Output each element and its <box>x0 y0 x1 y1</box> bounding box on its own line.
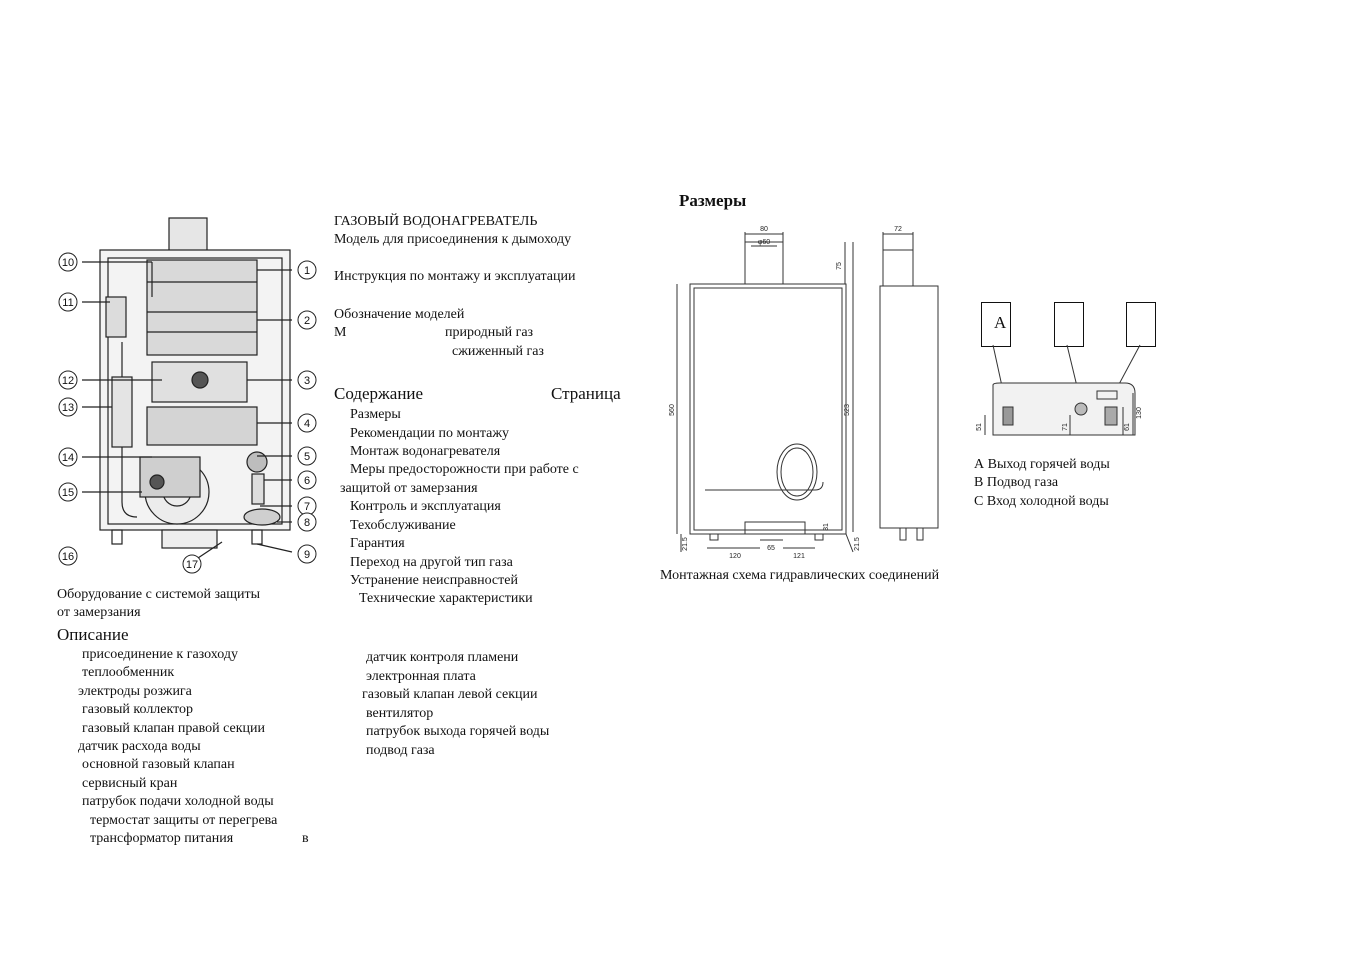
dim-21-5-right: 21.5 <box>854 537 861 551</box>
callout-13: 13 <box>62 402 74 414</box>
contents-item: Устранение неисправностей <box>350 573 518 588</box>
callout-2: 2 <box>304 315 310 327</box>
connection-label-box-b <box>1054 302 1084 347</box>
callout-12: 12 <box>62 375 74 387</box>
dimensions-drawing: 80 φ60 75 72 560 523 21.5 120 65 121 31 … <box>665 222 965 562</box>
dim-31: 31 <box>823 523 830 531</box>
description-trailing: в <box>302 831 309 846</box>
callout-14: 14 <box>62 452 74 464</box>
product-subtitle: Модель для присоединения к дымоходу <box>334 232 572 247</box>
description-item: термостат защиты от перегрева <box>90 813 278 828</box>
description-item: патрубок выхода горячей воды <box>366 724 550 739</box>
conn-dim-130: 130 <box>1136 407 1143 419</box>
callout-17: 17 <box>186 559 198 571</box>
callout-7: 7 <box>304 501 310 513</box>
description-item: газовый клапан левой секции <box>362 687 538 702</box>
connection-label-box-a: A <box>981 302 1011 347</box>
contents-item: Технические характеристики <box>359 591 533 606</box>
conn-dim-61: 61 <box>1124 423 1131 431</box>
models-letter: М <box>334 325 347 340</box>
contents-item: Гарантия <box>350 536 405 551</box>
callout-6: 6 <box>304 475 310 487</box>
contents-item: Контроль и эксплуатация <box>350 499 501 514</box>
contents-item: Техобслуживание <box>350 518 456 533</box>
description-item: сервисный кран <box>82 776 178 791</box>
legend-hot-water: А Выход горячей воды <box>974 457 1110 472</box>
equipment-caption-line1: Оборудование с системой защиты <box>57 587 260 602</box>
description-item: датчик расхода воды <box>78 739 201 754</box>
contents-item: Меры предосторожности при работе с <box>350 462 579 477</box>
description-item: патрубок подачи холодной воды <box>82 794 274 809</box>
dimensions-heading: Размеры <box>679 191 747 210</box>
contents-item: Переход на другой тип газа <box>350 555 513 570</box>
dim-560: 560 <box>669 404 676 416</box>
callout-1: 1 <box>304 265 310 277</box>
description-item: электронная плата <box>366 669 476 684</box>
description-heading: Описание <box>57 625 129 644</box>
callout-15: 15 <box>62 487 74 499</box>
description-item: вентилятор <box>366 706 434 721</box>
contents-heading: Содержание <box>334 384 424 403</box>
dim-75: 75 <box>836 262 843 270</box>
description-item: газовый клапан правой секции <box>82 721 266 736</box>
description-item: электроды розжига <box>78 684 192 699</box>
contents-item: Рекомендации по монтажу <box>350 426 510 441</box>
conn-dim-71: 71 <box>1062 423 1069 431</box>
callout-10: 10 <box>62 257 74 269</box>
dim-65: 65 <box>767 545 775 552</box>
connection-label-box-c <box>1126 302 1156 347</box>
dim-120: 120 <box>729 553 741 560</box>
callout-9: 9 <box>304 549 310 561</box>
dim-21-5-left: 21.5 <box>682 537 689 551</box>
instruction-title: Инструкция по монтажу и эксплуатации <box>334 269 576 284</box>
callout-5: 5 <box>304 451 310 463</box>
equipment-caption-line2: от замерзания <box>57 605 141 620</box>
components-diagram: 10 11 12 13 14 15 16 17 1 2 3 4 5 6 7 8 … <box>52 212 322 577</box>
legend-cold-water: С Вход холодной воды <box>974 494 1109 509</box>
dim-phi60: φ60 <box>758 239 770 246</box>
description-item: трансформатор питания <box>90 831 234 846</box>
description-item: датчик контроля пламени <box>366 650 519 665</box>
contents-page-label: Страница <box>551 384 621 403</box>
callout-8: 8 <box>304 517 310 529</box>
dim-72: 72 <box>894 226 902 233</box>
legend-gas-inlet: В Подвод газа <box>974 475 1059 490</box>
models-heading: Обозначение моделей <box>334 307 465 322</box>
callout-16: 16 <box>62 551 74 563</box>
description-item: основной газовый клапан <box>82 757 235 772</box>
dim-523: 523 <box>844 404 851 416</box>
description-item: газовый коллектор <box>82 702 194 717</box>
conn-dim-51: 51 <box>976 423 983 431</box>
dim-80: 80 <box>760 226 768 233</box>
description-item: присоединение к газоходу <box>82 647 238 662</box>
contents-item: защитой от замерзания <box>340 481 478 496</box>
hydraulic-caption: Монтажная схема гидравлических соединени… <box>660 568 940 583</box>
connection-label-a: A <box>994 313 1007 332</box>
callout-3: 3 <box>304 375 310 387</box>
connections-drawing: 51 71 61 130 <box>975 344 1160 455</box>
dim-121: 121 <box>793 553 805 560</box>
description-item: теплообменник <box>82 665 175 680</box>
contents-item: Монтаж водонагревателя <box>350 444 501 459</box>
gas-natural: природный газ <box>445 325 534 340</box>
callout-4: 4 <box>304 418 310 430</box>
description-item: подвод газа <box>366 743 435 758</box>
callout-11: 11 <box>62 297 73 309</box>
gas-liquefied: сжиженный газ <box>452 344 544 359</box>
product-title: ГАЗОВЫЙ ВОДОНАГРЕВАТЕЛЬ <box>334 214 538 229</box>
contents-item: Размеры <box>350 407 401 422</box>
